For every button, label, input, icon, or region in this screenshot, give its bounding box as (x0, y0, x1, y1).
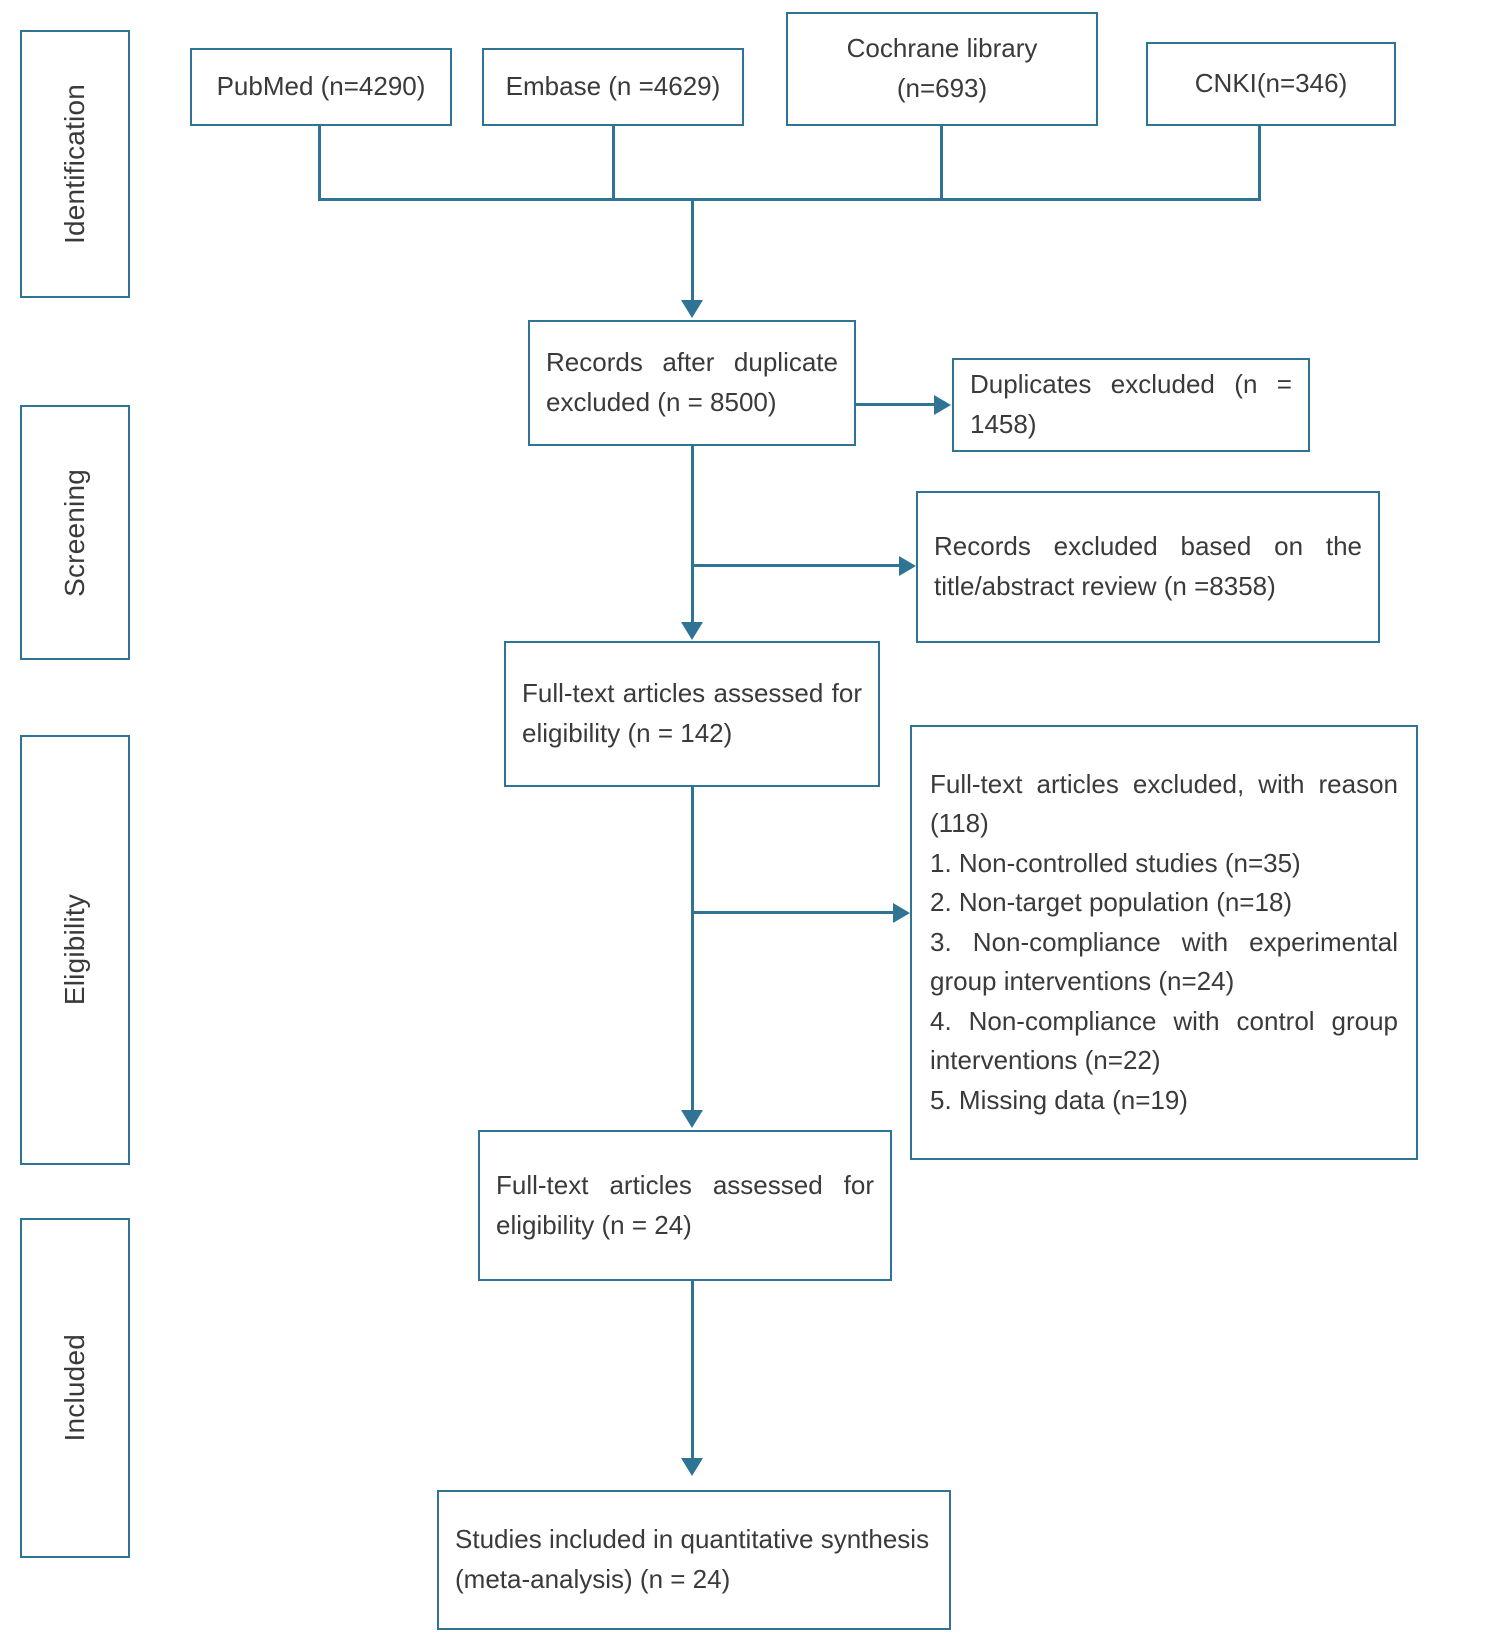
node-text-fulltext-excluded-reasons: Full-text articles excluded, with reason… (912, 765, 1416, 1121)
node-records-excluded-title-abstract: Records excluded based on the title/abst… (916, 491, 1380, 643)
source-label-cnki: CNKI(n=346) (1194, 68, 1348, 99)
node-text-records-after-duplicate: Records after duplicate excluded (n = 85… (546, 347, 838, 417)
node-text-fulltext-assessed-142: Full-text articles assessed for eligibil… (522, 678, 862, 748)
connector-records-to-duplicates (856, 403, 936, 406)
connector-merge-bar (318, 198, 1261, 201)
arrowhead-fulltext24-to-included (681, 1458, 703, 1476)
connector-cochrane-down (940, 126, 943, 200)
stage-label-included: Included (59, 1334, 90, 1442)
node-text-records-excluded-title-abstract: Records excluded based on the title/abst… (934, 531, 1362, 601)
node-text-fulltext-assessed-24: Full-text articles assessed for eligibil… (496, 1169, 874, 1240)
source-box-cochrane: Cochrane library (n=693) (786, 12, 1098, 126)
stage-label-identification: Identification (59, 83, 90, 244)
node-studies-included: Studies included in quantitative synthes… (437, 1490, 951, 1630)
source-box-embase: Embase (n =4629) (482, 48, 744, 126)
node-fulltext-excluded-reasons: Full-text articles excluded, with reason… (910, 725, 1418, 1160)
connector-records-down (691, 446, 694, 624)
stage-box-identification: Identification (20, 30, 130, 298)
source-box-cnki: CNKI(n=346) (1146, 42, 1396, 126)
excluded-reason-5: 5. Missing data (n=19) (930, 1084, 1188, 1115)
stage-label-eligibility: Eligibility (59, 894, 90, 1006)
stage-box-included: Included (20, 1218, 130, 1558)
connector-fulltext142-down (691, 787, 694, 1112)
excluded-reason-2: 2. Non-target population (n=18) (930, 887, 1293, 918)
source-label-cochrane: Cochrane library (n=693) (846, 33, 1038, 103)
connector-fulltext24-down (691, 1281, 694, 1460)
stage-box-screening: Screening (20, 405, 130, 660)
arrowhead-records-to-fulltext142 (681, 622, 703, 640)
stage-label-screening: Screening (59, 468, 90, 597)
connector-branch-title-abstract (691, 564, 901, 567)
node-records-after-duplicate: Records after duplicate excluded (n = 85… (528, 320, 856, 446)
node-duplicates-excluded: Duplicates excluded (n = 1458) (952, 358, 1310, 452)
arrowhead-records-to-duplicates (934, 395, 951, 415)
connector-embase-down (612, 126, 615, 200)
arrowhead-branch-excluded-reasons (893, 903, 910, 923)
excluded-reason-1: 1. Non-controlled studies (n=35) (930, 847, 1301, 878)
source-label-pubmed: PubMed (n=4290) (216, 71, 426, 102)
connector-branch-excluded-reasons (691, 911, 895, 914)
excluded-reason-4: 4. Non-compliance with control group int… (930, 1005, 1398, 1076)
arrowhead-fulltext142-to-fulltext24 (681, 1110, 703, 1128)
node-fulltext-assessed-142: Full-text articles assessed for eligibil… (504, 641, 880, 787)
node-text-duplicates-excluded: Duplicates excluded (n = 1458) (970, 369, 1292, 439)
arrowhead-branch-title-abstract (899, 556, 916, 576)
excluded-reasons-heading: Full-text articles excluded, with reason… (930, 768, 1398, 839)
excluded-reason-3: 3. Non-compliance with experimental grou… (930, 926, 1398, 997)
connector-pubmed-down (318, 126, 321, 200)
stage-box-eligibility: Eligibility (20, 735, 130, 1165)
node-text-studies-included: Studies included in quantitative synthes… (455, 1524, 930, 1594)
source-box-pubmed: PubMed (n=4290) (190, 48, 452, 126)
node-fulltext-assessed-24: Full-text articles assessed for eligibil… (478, 1130, 892, 1281)
source-label-embase: Embase (n =4629) (505, 71, 721, 102)
arrowhead-merge-to-records (681, 300, 703, 318)
connector-cnki-down (1258, 126, 1261, 200)
connector-merge-to-records (691, 198, 694, 302)
